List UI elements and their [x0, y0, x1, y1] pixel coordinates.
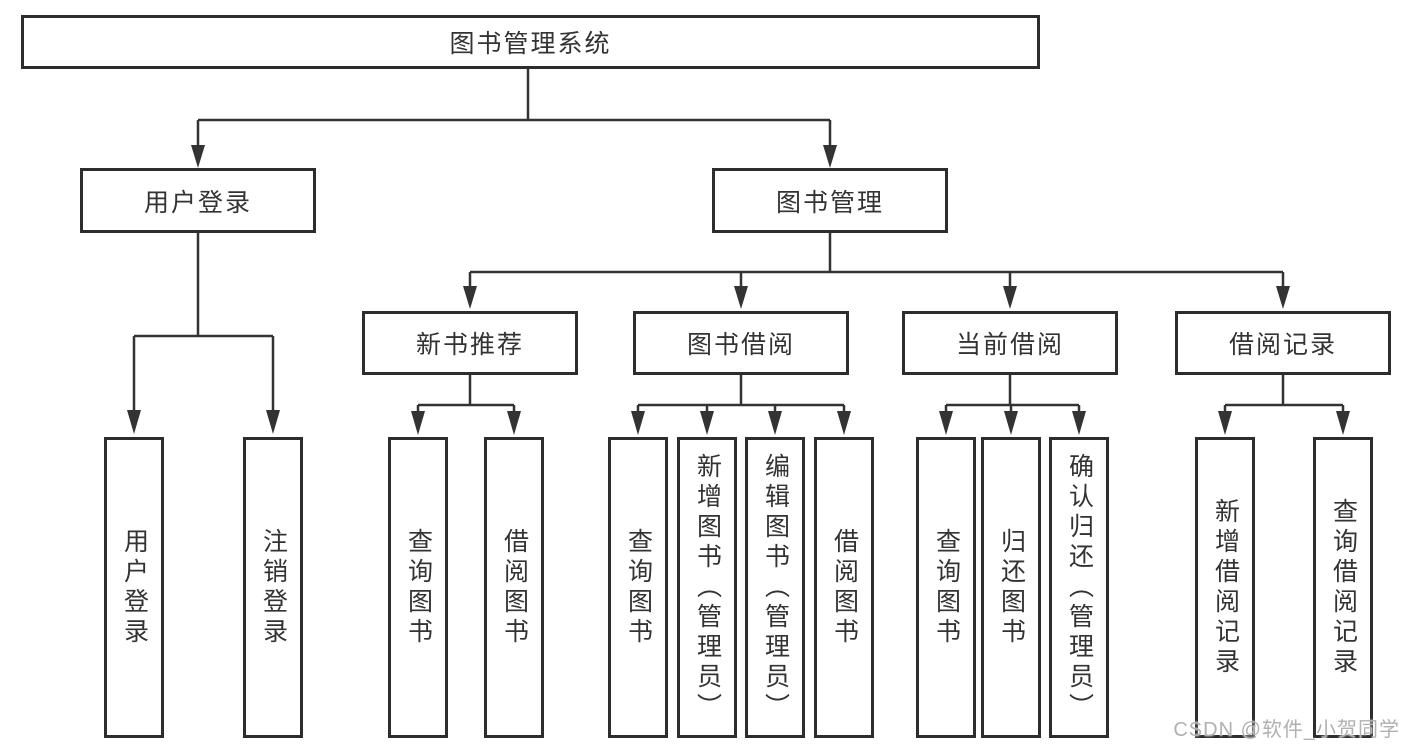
leaf-records-query-borrow-record: 查询借阅记录 [1313, 437, 1373, 738]
arrowheads-new-book-split [411, 411, 521, 435]
node-new-book-recommendation: 新书推荐 [362, 311, 578, 375]
node-borrowing-records: 借阅记录 [1175, 311, 1391, 375]
leaf-current-query-books: 查询图书 [916, 437, 976, 738]
leaf-borrow-edit-books-admin: 编辑图书（管理员） [745, 437, 805, 738]
leaf-user-login: 用户登录 [104, 437, 164, 738]
connector-new-book-split [416, 375, 516, 412]
arrowheads-book-borrow-split [631, 411, 851, 435]
connector-borrow-records-split [1223, 375, 1345, 412]
leaf-recommend-query-books: 查询图书 [388, 437, 448, 738]
leaf-records-query-borrow-record-label: 查询借阅记录 [1329, 497, 1358, 678]
leaf-logout: 注销登录 [243, 437, 303, 738]
leaf-current-confirm-return-admin: 确认归还（管理员） [1049, 437, 1109, 738]
leaf-borrow-edit-books-admin-label: 编辑图书（管理员） [761, 452, 790, 723]
csdn-watermark: CSDN @软件_小贺同学 [1173, 719, 1400, 741]
connector-book-management-split [468, 233, 1285, 287]
connector-current-borrow-split [944, 375, 1081, 412]
leaf-logout-label: 注销登录 [259, 527, 288, 648]
leaf-borrow-borrow-books: 借阅图书 [814, 437, 874, 738]
node-book-borrowing: 图书借阅 [633, 311, 849, 375]
node-current-borrowing: 当前借阅 [902, 311, 1118, 375]
connector-root-split [196, 69, 832, 146]
arrowheads-root-split [191, 145, 837, 168]
leaf-records-add-borrow-record: 新增借阅记录 [1195, 437, 1255, 738]
leaf-borrow-query-books-label: 查询图书 [624, 527, 653, 648]
leaf-borrow-add-books-admin: 新增图书（管理员） [677, 437, 737, 738]
leaf-records-add-borrow-record-label: 新增借阅记录 [1211, 497, 1240, 678]
leaf-current-query-books-label: 查询图书 [932, 527, 961, 648]
leaf-current-return-books-label: 归还图书 [997, 527, 1026, 648]
node-user-login: 用户登录 [80, 168, 316, 233]
arrowheads-book-management-split [463, 286, 1290, 309]
leaf-current-return-books: 归还图书 [981, 437, 1041, 738]
node-book-management: 图书管理 [712, 168, 948, 233]
leaf-recommend-query-books-label: 查询图书 [404, 527, 433, 648]
arrowheads-current-borrow-split [939, 411, 1086, 435]
leaf-user-login-label: 用户登录 [120, 527, 149, 648]
leaf-borrow-query-books: 查询图书 [608, 437, 668, 738]
leaf-borrow-add-books-admin-label: 新增图书（管理员） [693, 452, 722, 723]
connector-user-login-split [132, 233, 275, 411]
arrowheads-borrow-records-split [1218, 411, 1350, 435]
leaf-recommend-borrow-books: 借阅图书 [484, 437, 544, 738]
leaf-current-confirm-return-admin-label: 确认归还（管理员） [1065, 452, 1094, 723]
arrowheads-user-login-split [127, 410, 280, 434]
node-root-library-management-system: 图书管理系统 [21, 15, 1040, 69]
leaf-borrow-borrow-books-label: 借阅图书 [830, 527, 859, 648]
leaf-recommend-borrow-books-label: 借阅图书 [500, 527, 529, 648]
connector-book-borrow-split [636, 375, 846, 412]
